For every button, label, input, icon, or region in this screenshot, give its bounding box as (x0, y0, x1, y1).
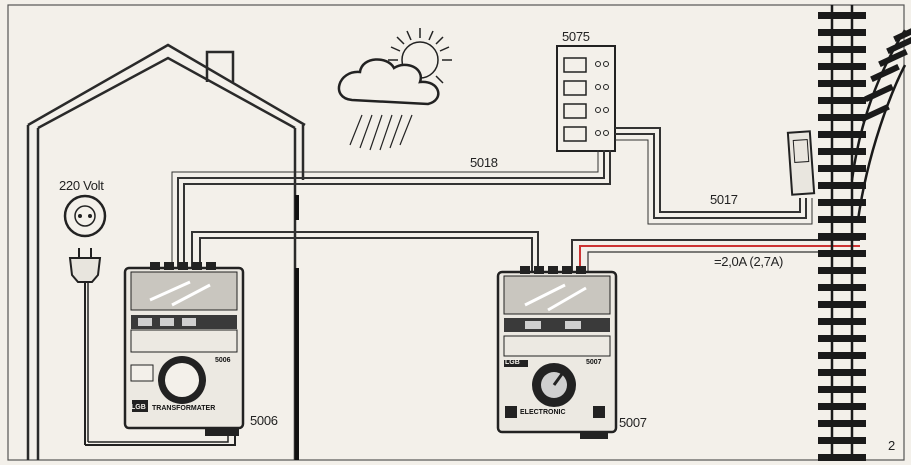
track-sleeper (818, 454, 866, 461)
track-sleeper (818, 318, 866, 325)
track-sleeper (818, 80, 866, 87)
branch-sleeper (878, 48, 908, 68)
branch-sleepers (860, 23, 911, 123)
transformer-brand: LGB (131, 404, 146, 411)
track-sleeper (818, 420, 866, 427)
diagram-frame (7, 4, 905, 461)
track-sleeper (818, 131, 866, 138)
branch-sleeper (886, 35, 911, 55)
track-sleeper (818, 46, 866, 53)
track-sleeper (818, 29, 866, 36)
transformer-model-label: 5006 (250, 413, 278, 428)
track-sleeper (818, 182, 866, 189)
transformer-text: TRANSFORMATER (152, 405, 216, 412)
branch-sleeper (864, 83, 894, 103)
transformer-model-small: 5006 (215, 357, 231, 364)
cable-transformer-electronic (191, 231, 539, 272)
cable-electronic-track (571, 239, 860, 272)
branch-sleeper (893, 23, 911, 43)
control-unit-5075 (556, 45, 616, 152)
track-sleeper (818, 114, 866, 121)
cable-5018-label: 5018 (470, 155, 498, 170)
track-sleeper (818, 352, 866, 359)
track-sleeper (818, 437, 866, 444)
track-sleeper (818, 284, 866, 291)
figure-number: 2 (888, 438, 895, 453)
electronic-brand: LGB (505, 359, 520, 366)
electronic-5007 (496, 266, 618, 439)
track-sleeper (818, 216, 866, 223)
track-sleeper (818, 403, 866, 410)
socket-icon (63, 194, 107, 238)
cable-5017-label: 5017 (710, 192, 738, 207)
track-sleeper (818, 250, 866, 257)
current-rating-label: =2,0A (2,7A) (714, 254, 784, 269)
track-sleeper (818, 63, 866, 70)
transformer-5006 (123, 262, 245, 436)
point-motor-icon (786, 130, 816, 196)
track-sleeper (818, 386, 866, 393)
control-unit-label: 5075 (562, 29, 590, 44)
electronic-model-label: 5007 (619, 415, 647, 430)
track-sleeper (818, 233, 866, 240)
track-sleeper (818, 12, 866, 19)
track-sleeper (818, 301, 866, 308)
cable-5018 (171, 150, 611, 268)
track-sleeper (818, 97, 866, 104)
track-sleeper (818, 165, 866, 172)
track-sleeper (818, 369, 866, 376)
branch-sleeper (860, 103, 890, 123)
voltage-label: 220 Volt (59, 178, 104, 193)
electronic-text: ELECTRONIC (520, 409, 566, 416)
track-sleeper (818, 335, 866, 342)
track-sleeper (818, 267, 866, 274)
track-sleepers (818, 12, 866, 461)
cloud-icon (337, 58, 440, 106)
electronic-model-small: 5007 (586, 359, 602, 366)
branch-sleeper (870, 63, 900, 83)
track-sleeper (818, 199, 866, 206)
cable-5017 (615, 127, 813, 225)
track-sleeper (818, 148, 866, 155)
rain-lines (349, 114, 413, 151)
